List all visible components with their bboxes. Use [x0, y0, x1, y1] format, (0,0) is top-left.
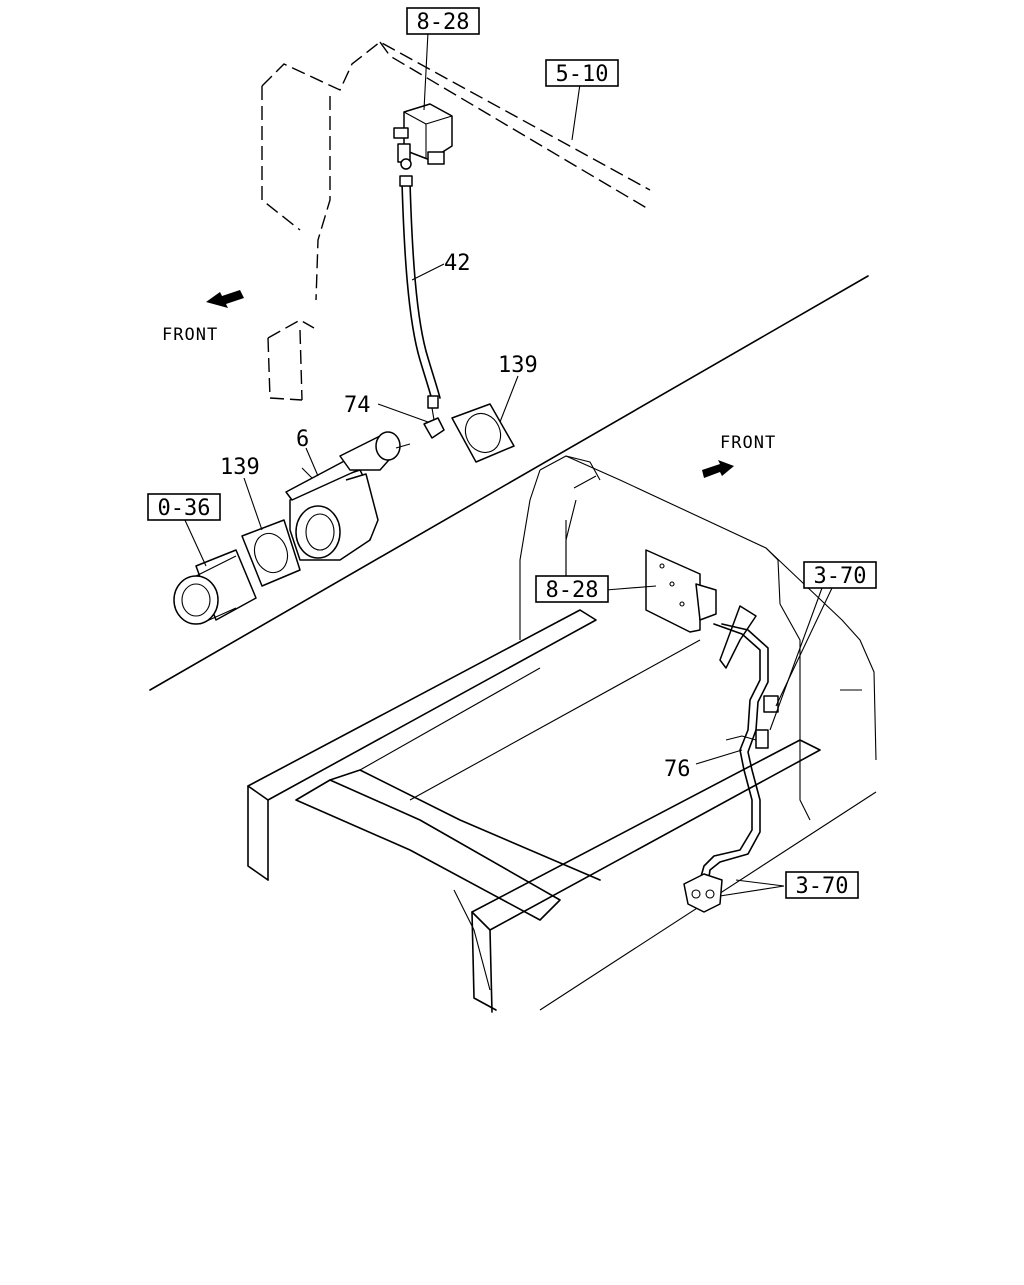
svg-text:8-28: 8-28 — [417, 10, 470, 35]
front-arrow-icon — [206, 290, 244, 308]
svg-text:8-28: 8-28 — [546, 578, 599, 603]
exhaust-pipe-0-36 — [173, 549, 257, 625]
upper-frame-phantom — [261, 41, 651, 401]
part-number-6: 6 — [296, 427, 309, 452]
ref-box-8-28-top: 8-28 — [406, 7, 480, 35]
leader-lines-lower — [565, 520, 833, 897]
part-number-76: 76 — [664, 757, 691, 782]
svg-text:3-70: 3-70 — [814, 564, 867, 589]
front-arrow-icon — [702, 460, 734, 478]
part-number-139-right: 139 — [498, 353, 538, 378]
svg-text:5-10: 5-10 — [556, 62, 609, 87]
section-divider-lines — [149, 275, 877, 1011]
lower-frame-phantom — [519, 455, 877, 821]
front-label-upper: FRONT — [162, 325, 218, 345]
gasket-139-right — [451, 403, 515, 463]
ref-box-8-28-lower: 8-28 — [535, 575, 609, 603]
part-number-139-left: 139 — [220, 455, 260, 480]
ref-box-3-70-lower: 3-70 — [785, 871, 859, 899]
ref-box-3-70-upper: 3-70 — [803, 561, 877, 589]
hose-42 — [399, 175, 441, 409]
fitting-74 — [423, 407, 445, 439]
part-number-74: 74 — [344, 393, 371, 418]
ref-box-5-10: 5-10 — [545, 59, 619, 87]
part-number-42: 42 — [444, 251, 471, 276]
front-label-lower: FRONT — [720, 433, 776, 453]
svg-text:0-36: 0-36 — [158, 496, 211, 521]
bracket-8-28-lower — [645, 549, 757, 669]
leader-lines-upper — [183, 31, 581, 567]
ref-box-0-36: 0-36 — [147, 493, 221, 521]
pipe-76 — [683, 623, 779, 913]
chassis-frame — [247, 609, 821, 1013]
svg-text:3-70: 3-70 — [796, 874, 849, 899]
exhaust-brake-unit-6 — [285, 431, 411, 561]
gasket-139-left — [241, 519, 301, 587]
valve-assembly-top — [393, 103, 453, 170]
